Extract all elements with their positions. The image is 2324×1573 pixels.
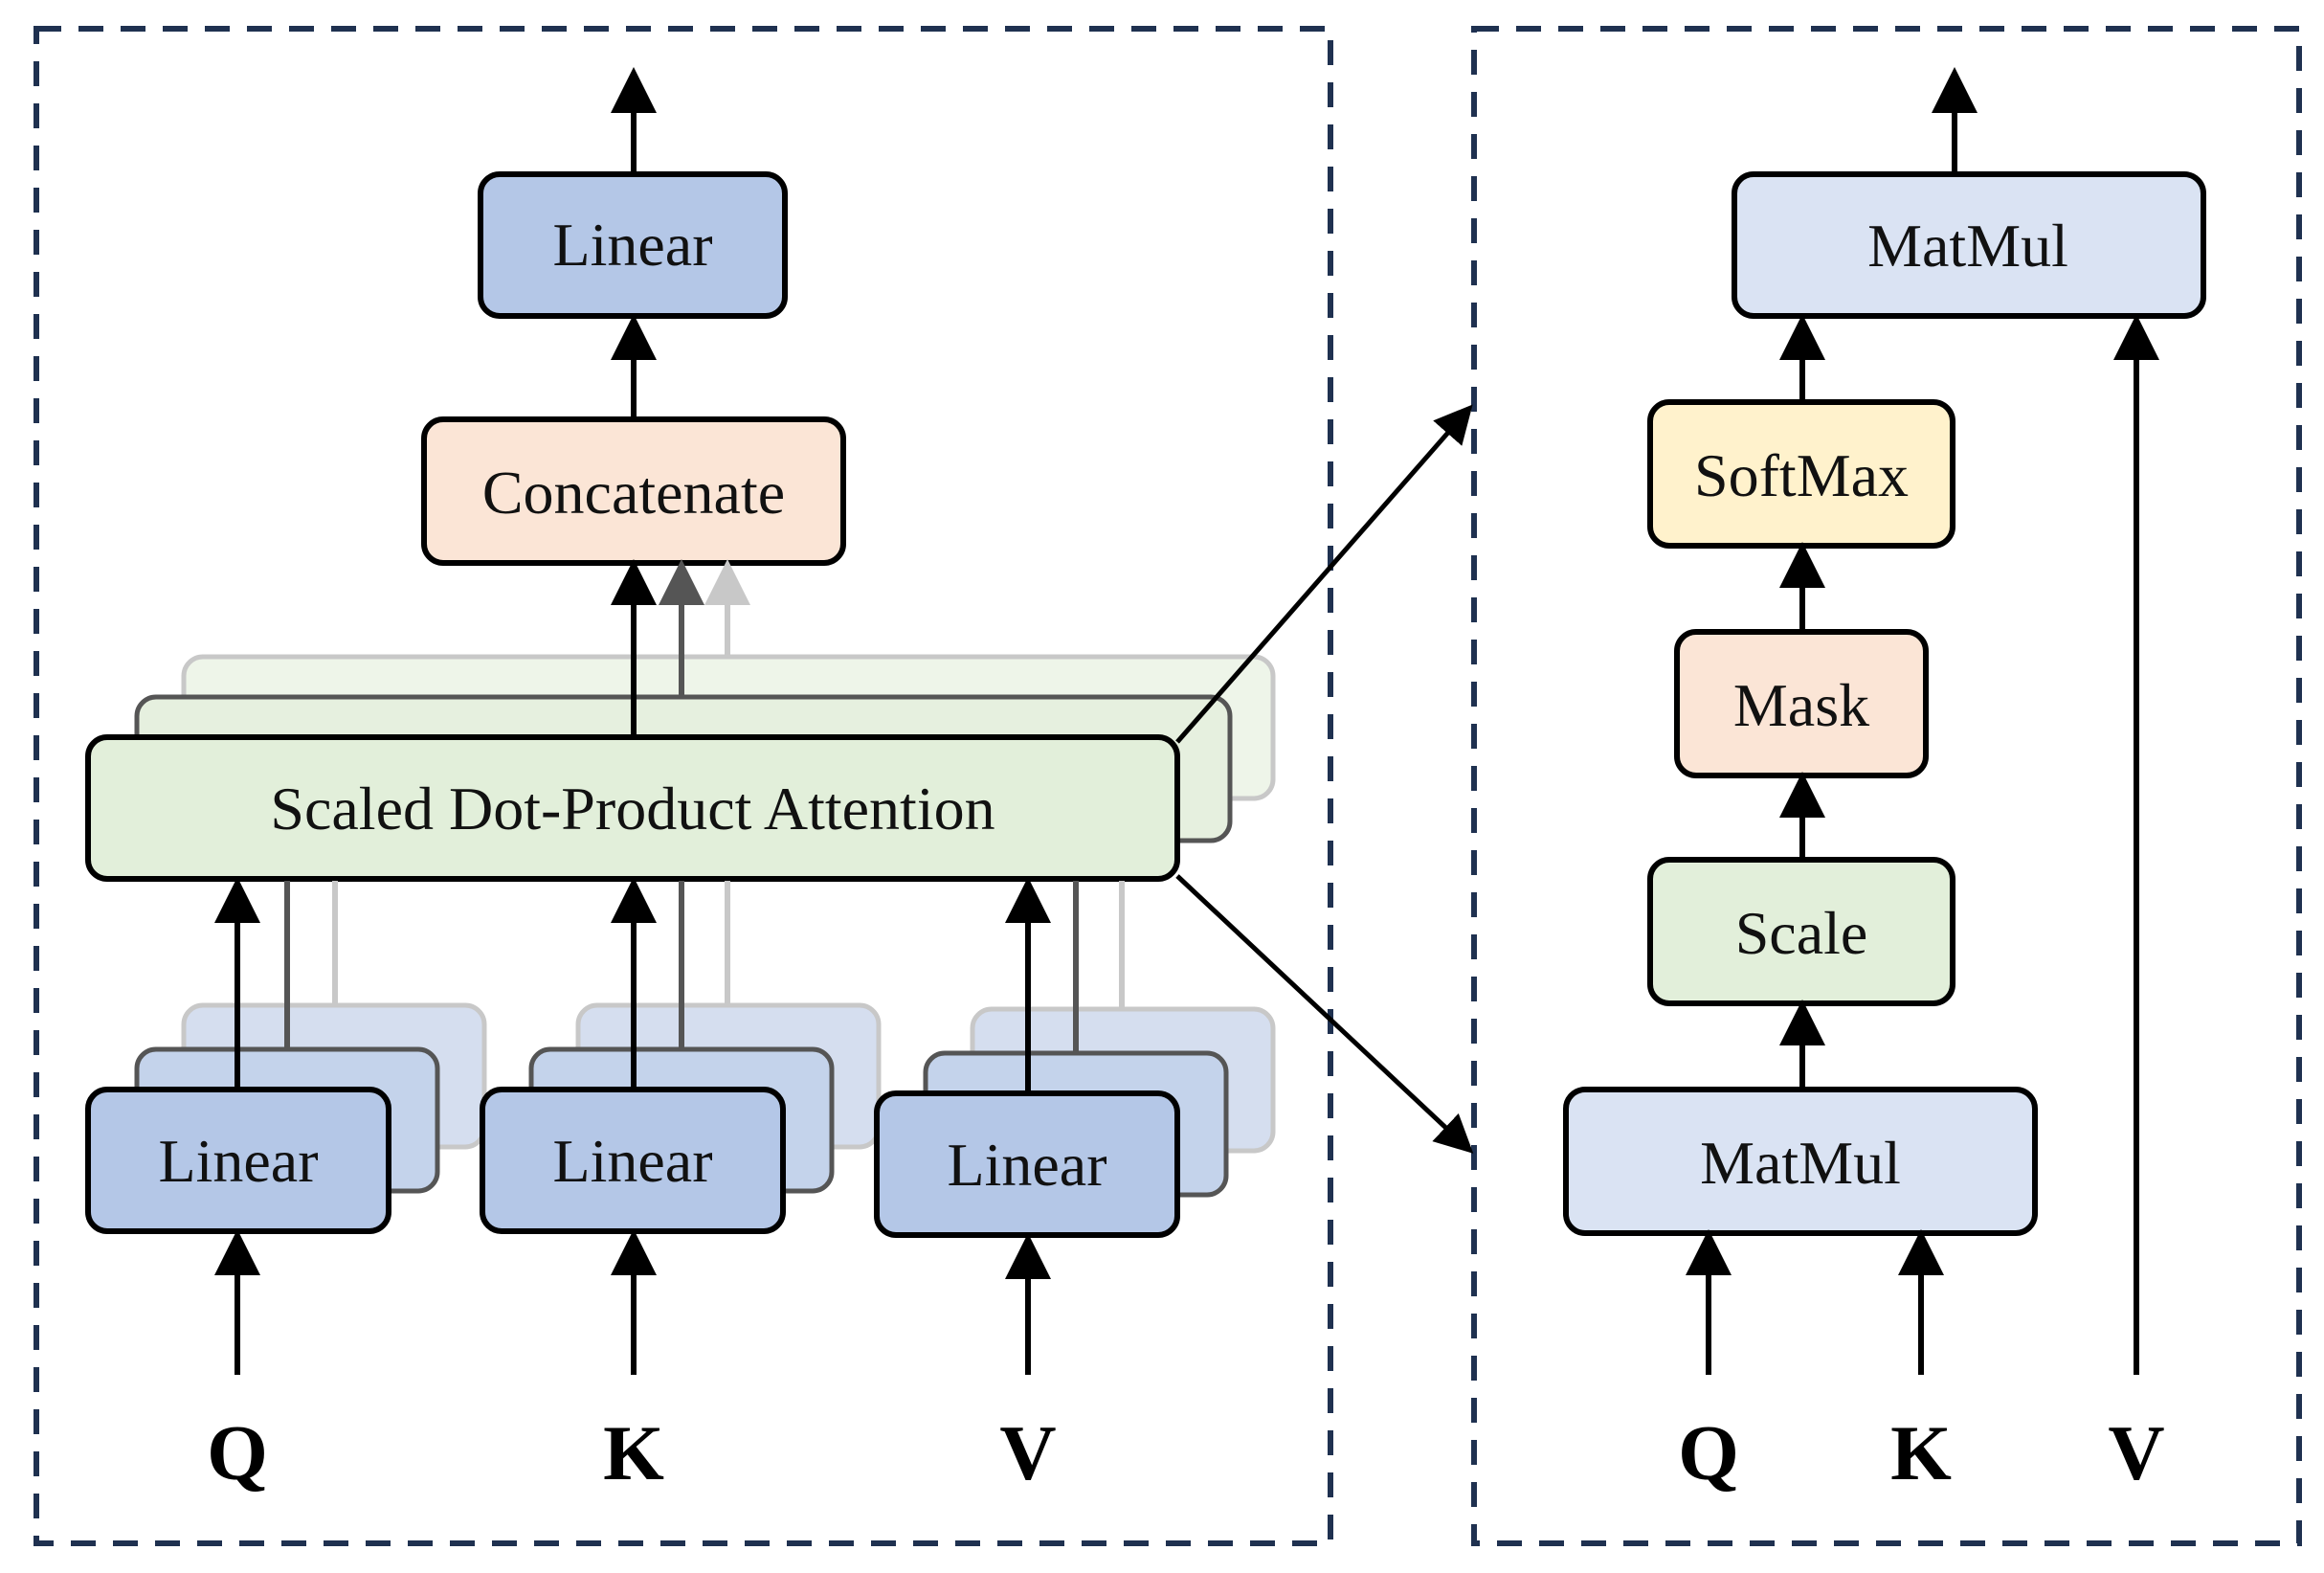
concatenate-label: Concatenate [482, 459, 785, 527]
zoom-arrow-upper [1175, 404, 1473, 744]
attention-label: Scaled Dot-Product Attention [270, 775, 994, 843]
matmul-top-label: MatMul [1867, 212, 2068, 280]
output-linear-label: Linear [553, 211, 713, 279]
input-v-label: V [999, 1409, 1056, 1496]
linear-v-label: Linear [948, 1131, 1107, 1199]
zoom-arrow-lower [1175, 874, 1474, 1154]
scale-label: Scale [1735, 899, 1868, 967]
input-k-label: K [603, 1409, 664, 1496]
input-q-label: Q [207, 1409, 268, 1496]
matmul-bottom-label: MatMul [1700, 1129, 1901, 1197]
linear-k-label: Linear [553, 1127, 713, 1195]
softmax-label: SoftMax [1694, 441, 1909, 509]
right-input-k-label: K [1890, 1409, 1952, 1496]
left-panel-border [34, 26, 1333, 1546]
right-input-v-label: V [2108, 1409, 2164, 1496]
matmul-top-box [1732, 171, 2206, 319]
right-panel-border [1471, 26, 2302, 1546]
right-input-q-label: Q [1678, 1409, 1739, 1496]
matmul-bottom-box [1563, 1087, 2038, 1236]
linear-q-label: Linear [159, 1127, 319, 1195]
mask-label: Mask [1733, 671, 1869, 739]
